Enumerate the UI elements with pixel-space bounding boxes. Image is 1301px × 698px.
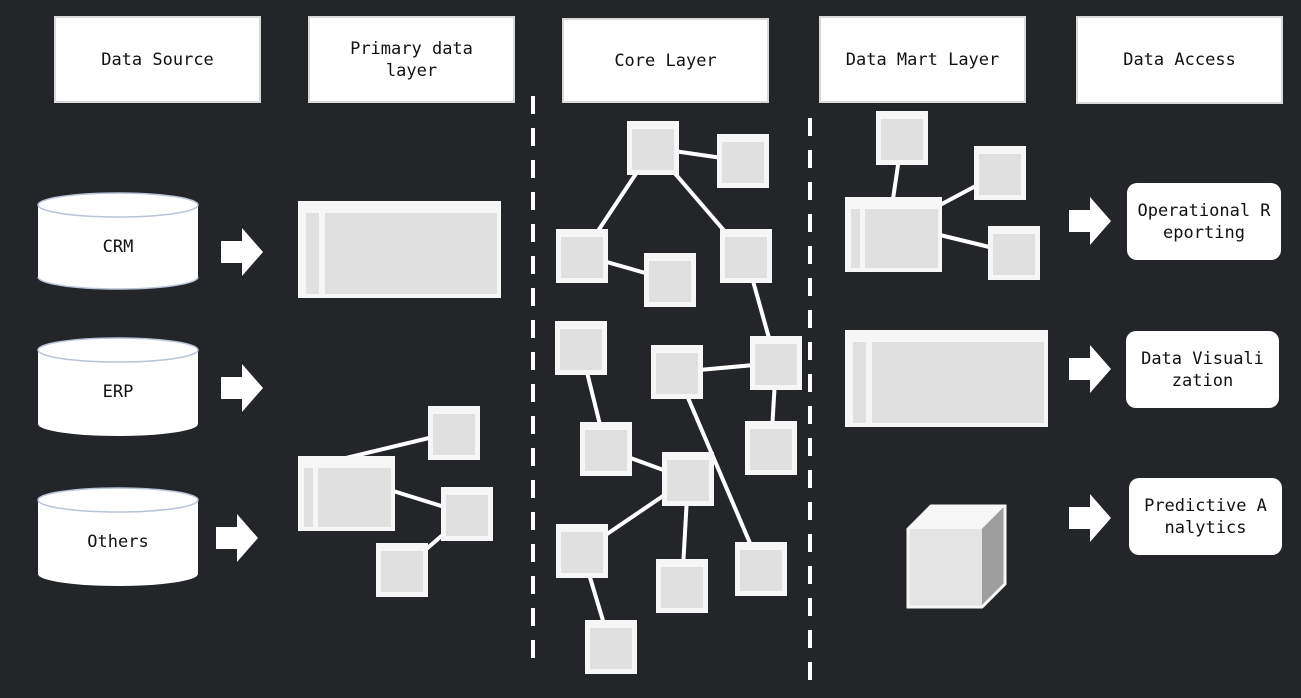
arrow-right-icon: [1069, 494, 1111, 542]
access-data-visualization: Data Visualization: [1126, 331, 1279, 408]
arrow-right-icon: [1069, 197, 1111, 245]
database-cylinder-others: [37, 487, 199, 586]
table-icon: [845, 330, 1048, 427]
arrow-right-icon: [221, 228, 263, 276]
access-operational-reporting: Operational Reporting: [1127, 183, 1281, 260]
source-label-others: Others: [87, 532, 149, 552]
arrow-right-icon: [221, 364, 263, 412]
table-icon: [298, 201, 501, 298]
source-label-crm: CRM: [102, 237, 134, 257]
cube-icon: [906, 504, 1007, 609]
header-primary-data-layer: Primary data layer: [308, 16, 515, 103]
node-boxes: [298, 111, 1048, 674]
access-predictive-analytics: Predictive Analytics: [1129, 478, 1282, 555]
arrow-right-icon: [216, 514, 258, 562]
table-icon: [298, 456, 395, 531]
table-icon: [845, 197, 942, 272]
database-cylinder-erp: [37, 337, 199, 436]
header-data-mart-layer: Data Mart Layer: [819, 16, 1026, 103]
header-data-source: Data Source: [54, 16, 261, 103]
header-core-layer: Core Layer: [562, 18, 769, 103]
database-cylinder-crm: [37, 192, 199, 290]
source-label-erp: ERP: [102, 382, 134, 402]
header-data-access: Data Access: [1076, 16, 1283, 104]
arrow-right-icon: [1069, 345, 1111, 393]
